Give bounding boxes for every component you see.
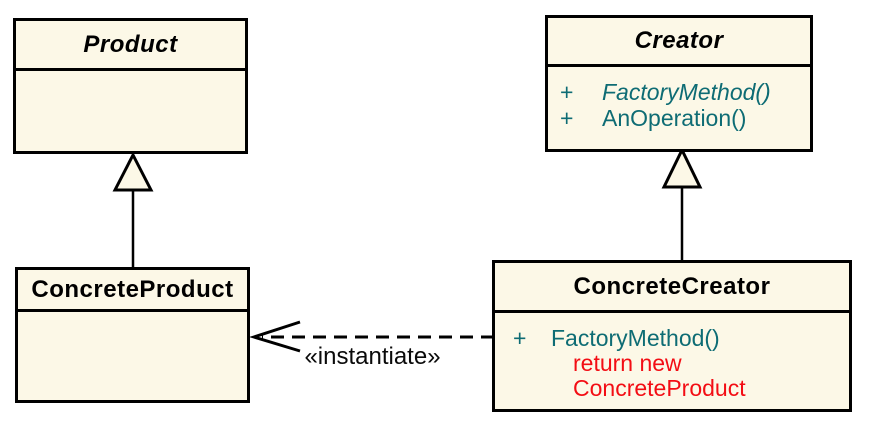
hollow-triangle-icon — [112, 151, 154, 192]
pseudocode-line: ConcreteProduct — [573, 375, 746, 401]
method-an-operation: + AnOperation() — [560, 105, 810, 131]
class-creator: Creator + FactoryMethod() + AnOperation(… — [545, 15, 813, 152]
class-concrete-product-name: ConcreteProduct — [18, 270, 247, 312]
class-product-body — [16, 71, 245, 151]
instantiate-label: «instantiate» — [304, 343, 441, 370]
class-product: Product — [13, 18, 248, 154]
visibility-plus: + — [560, 105, 574, 131]
instantiate-dependency-arrow — [249, 320, 494, 353]
generalization-concretecreator-to-creator — [661, 146, 703, 260]
method-signature: FactoryMethod() — [602, 79, 771, 105]
method-signature: AnOperation() — [602, 105, 747, 131]
class-product-name: Product — [16, 21, 245, 71]
visibility-plus: + — [513, 325, 527, 351]
class-concrete-creator-body: + FactoryMethod() return new ConcretePro… — [495, 313, 849, 401]
class-creator-body: + FactoryMethod() + AnOperation() — [548, 67, 810, 131]
open-arrowhead-icon — [249, 320, 301, 353]
method-factory-method-impl: + FactoryMethod() — [513, 325, 849, 351]
class-concrete-product: ConcreteProduct — [15, 267, 250, 403]
visibility-plus: + — [560, 79, 574, 105]
class-concrete-creator: ConcreteCreator + FactoryMethod() return… — [492, 260, 852, 412]
class-concrete-product-body — [18, 312, 247, 397]
hollow-triangle-icon — [661, 146, 703, 189]
pseudocode-line: return new — [573, 350, 682, 376]
method-factory-method-abstract: + FactoryMethod() — [560, 79, 810, 105]
generalization-concreteproduct-to-product — [112, 151, 154, 267]
method-signature: FactoryMethod() — [551, 325, 720, 351]
class-creator-name: Creator — [548, 18, 810, 67]
class-concrete-creator-name: ConcreteCreator — [495, 263, 849, 313]
